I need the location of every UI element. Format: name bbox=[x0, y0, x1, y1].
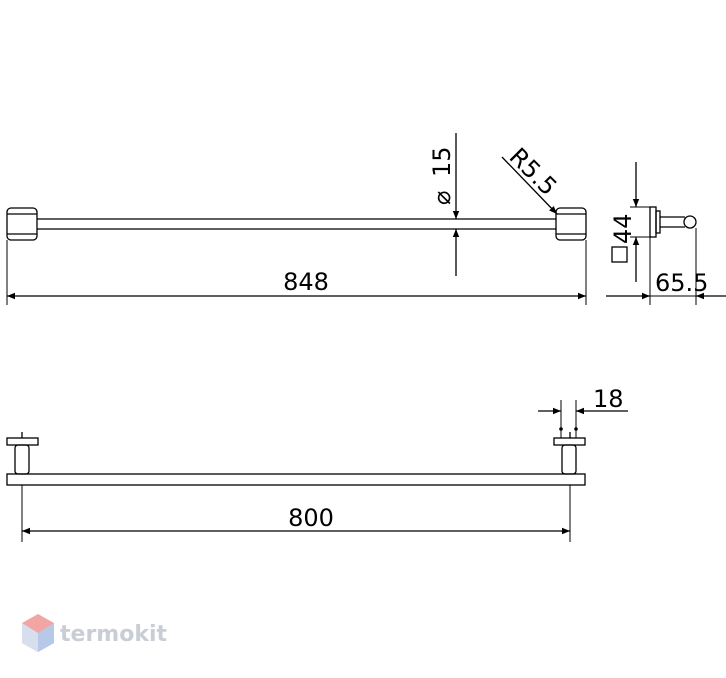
dim-radius-label: R5.5 bbox=[504, 142, 563, 201]
right-mount-post bbox=[561, 444, 577, 475]
front-view bbox=[6, 400, 628, 542]
left-mount-post bbox=[14, 444, 30, 475]
right-end-cap bbox=[555, 207, 587, 241]
top-view bbox=[6, 133, 587, 305]
watermark-text: termokit bbox=[60, 622, 167, 647]
side-bar-profile bbox=[683, 215, 697, 229]
right-mount-flange bbox=[553, 437, 586, 446]
dim-18-label: 18 bbox=[593, 385, 624, 413]
dim-diameter-label: 15 bbox=[428, 146, 456, 177]
dim-65-5-label: 65.5 bbox=[655, 269, 708, 297]
dim-800-label: 800 bbox=[288, 504, 334, 532]
termokit-logo-icon bbox=[22, 614, 54, 652]
left-mount-flange bbox=[6, 437, 39, 446]
square-symbol bbox=[611, 246, 628, 263]
radius-leader bbox=[501, 156, 558, 215]
front-bar bbox=[6, 473, 586, 486]
left-end-cap bbox=[6, 207, 38, 241]
watermark: termokit bbox=[22, 614, 167, 652]
side-view bbox=[606, 162, 726, 305]
diameter-symbol: ⌀ bbox=[428, 191, 456, 205]
side-flange bbox=[649, 206, 657, 238]
dim-848-label: 848 bbox=[283, 268, 329, 296]
dim-44-label: 44 bbox=[609, 213, 637, 244]
